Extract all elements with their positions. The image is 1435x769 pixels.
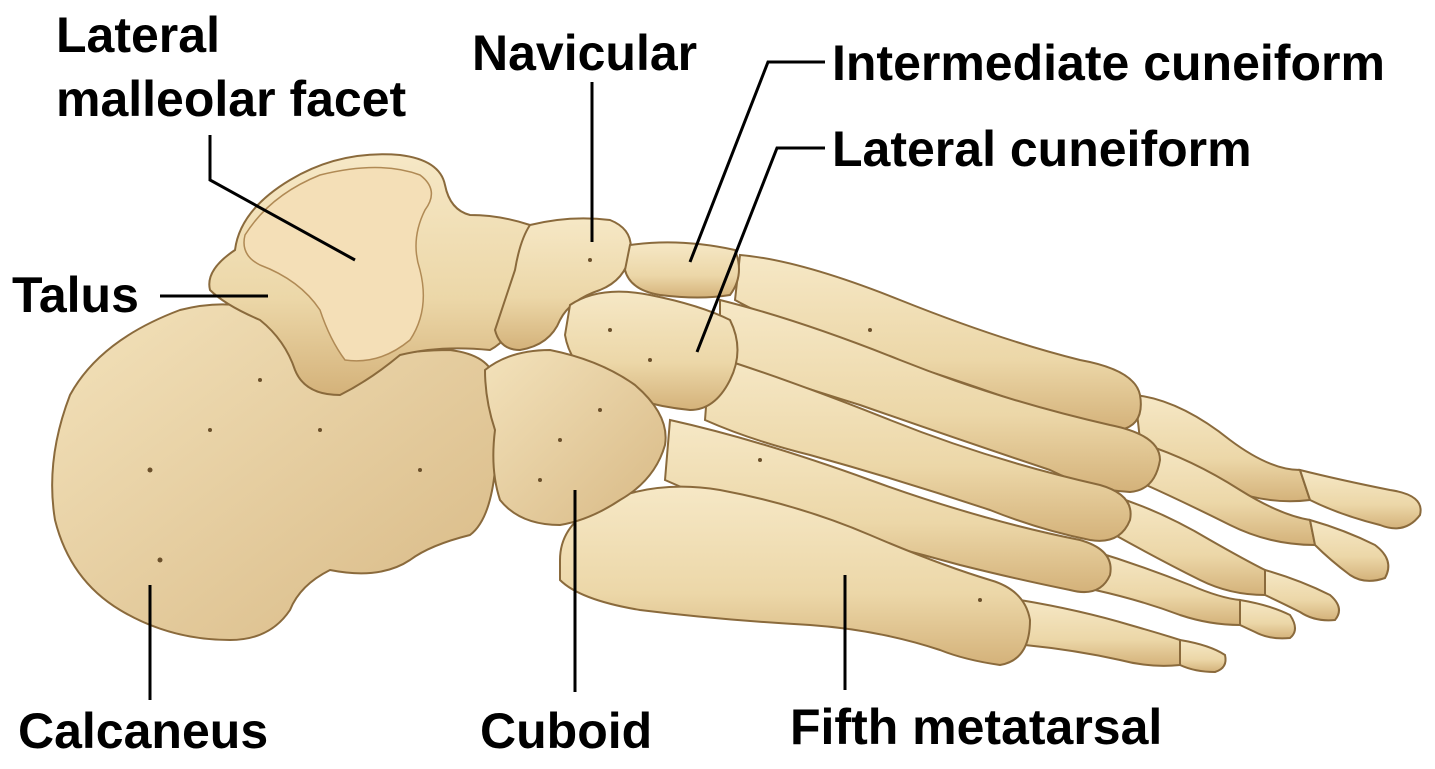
label-lateral-cuneiform: Lateral cuneiform <box>832 126 1252 172</box>
phalanx-5-distal <box>1180 640 1226 672</box>
phalanx-5-proximal <box>1020 600 1180 666</box>
calcaneus-bone <box>52 304 497 640</box>
label-talus: Talus <box>12 272 139 318</box>
phalanx-2-distal <box>1310 520 1388 581</box>
label-lateral-malleolar-facet-line1: Lateral <box>56 12 220 58</box>
leader-intermediate-cuneiform <box>690 62 825 262</box>
label-cuboid: Cuboid <box>480 708 652 754</box>
phalanx-1-distal <box>1300 470 1421 528</box>
label-lateral-malleolar-facet-line2: malleolar facet <box>56 76 406 122</box>
label-intermediate-cuneiform: Intermediate cuneiform <box>832 40 1385 86</box>
label-fifth-metatarsal: Fifth metatarsal <box>790 704 1162 750</box>
label-calcaneus: Calcaneus <box>18 708 268 754</box>
label-navicular: Navicular <box>472 30 697 76</box>
